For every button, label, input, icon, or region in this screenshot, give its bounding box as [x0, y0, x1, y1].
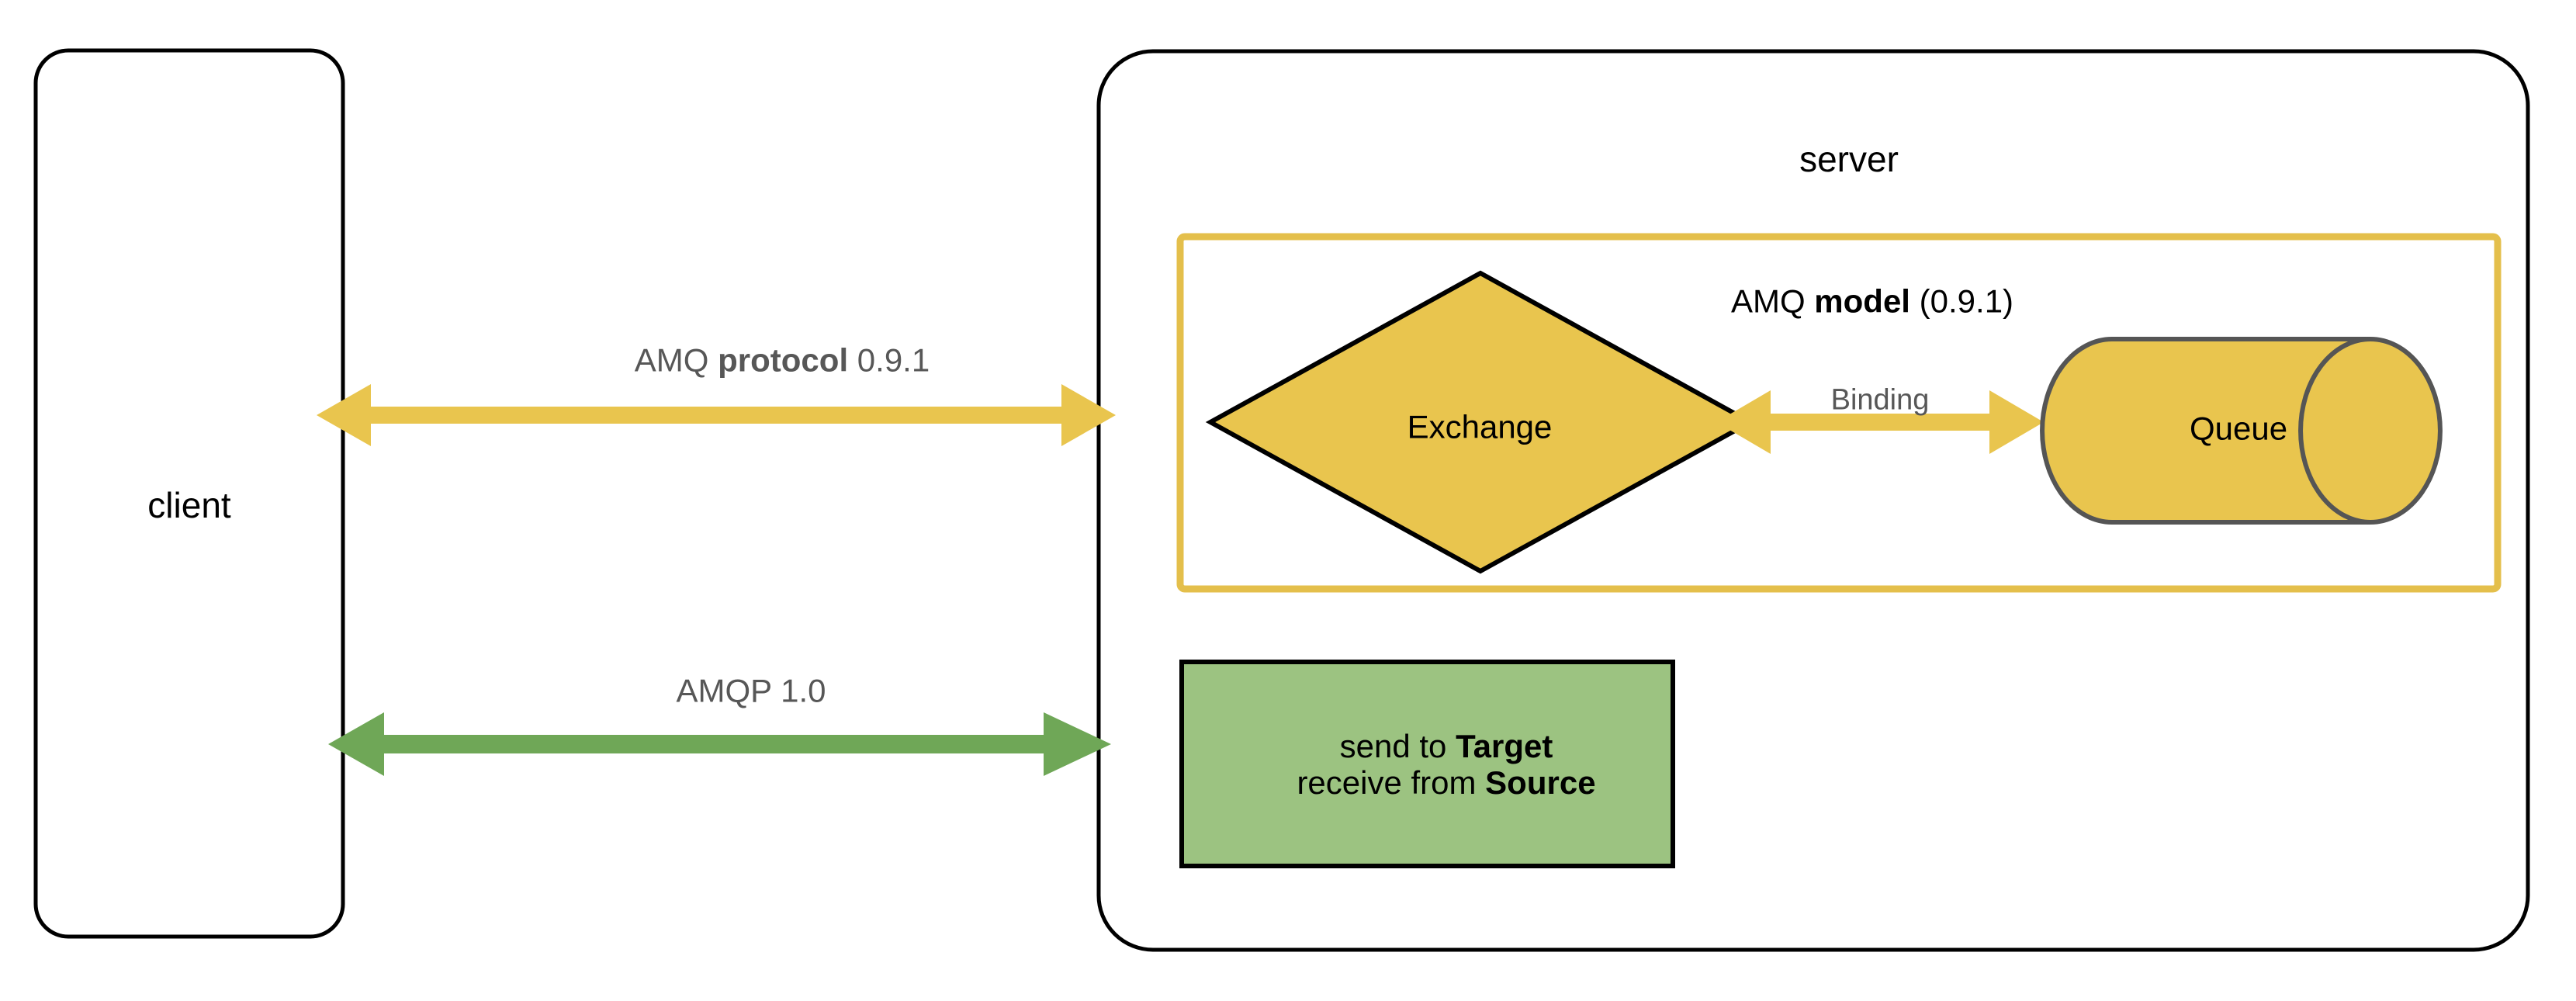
amq-protocol-label: AMQ protocol 0.9.1: [635, 341, 930, 378]
amqp-semantics-text: send to Target receive from Source: [1297, 728, 1595, 801]
client-box[interactable]: [33, 48, 345, 939]
client-label: client: [147, 485, 231, 526]
amqp-semantics-box[interactable]: [1179, 660, 1675, 868]
amq-model-label: AMQ model (0.9.1): [1731, 282, 2013, 319]
amq-protocol-label-prefix: AMQ: [634, 341, 718, 379]
amq-protocol-arrow[interactable]: [317, 380, 1116, 446]
queue-cylinder[interactable]: [2040, 337, 2443, 525]
binding-arrow[interactable]: [1716, 390, 2044, 454]
amqp-label: AMQP 1.0: [676, 672, 826, 709]
exchange-diamond[interactable]: [1205, 270, 1756, 574]
exchange-label: Exchange: [1407, 408, 1553, 445]
amq-model-label-suffix: (0.9.1): [1909, 282, 2014, 320]
amqp-arrow[interactable]: [328, 712, 1111, 776]
amq-protocol-label-bold: protocol: [718, 341, 849, 379]
amqp-semantics-line-2-prefix: receive from: [1297, 764, 1486, 801]
binding-label: Binding: [1830, 383, 1930, 417]
amqp-semantics-line-2: receive from Source: [1297, 764, 1595, 801]
queue-label: Queue: [2189, 410, 2288, 447]
server-label: server: [1799, 139, 1899, 180]
amqp-semantics-line-1-prefix: send to: [1339, 727, 1456, 764]
amq-model-label-bold: model: [1814, 282, 1910, 320]
amq-model-box[interactable]: [1176, 233, 2502, 593]
amq-protocol-label-suffix: 0.9.1: [848, 341, 930, 379]
amqp-semantics-line-2-bold: Source: [1485, 764, 1596, 801]
amqp-semantics-line-1-bold: Target: [1456, 727, 1553, 764]
amqp-semantics-line-1: send to Target: [1297, 728, 1595, 764]
amq-model-label-prefix: AMQ: [1730, 282, 1815, 320]
